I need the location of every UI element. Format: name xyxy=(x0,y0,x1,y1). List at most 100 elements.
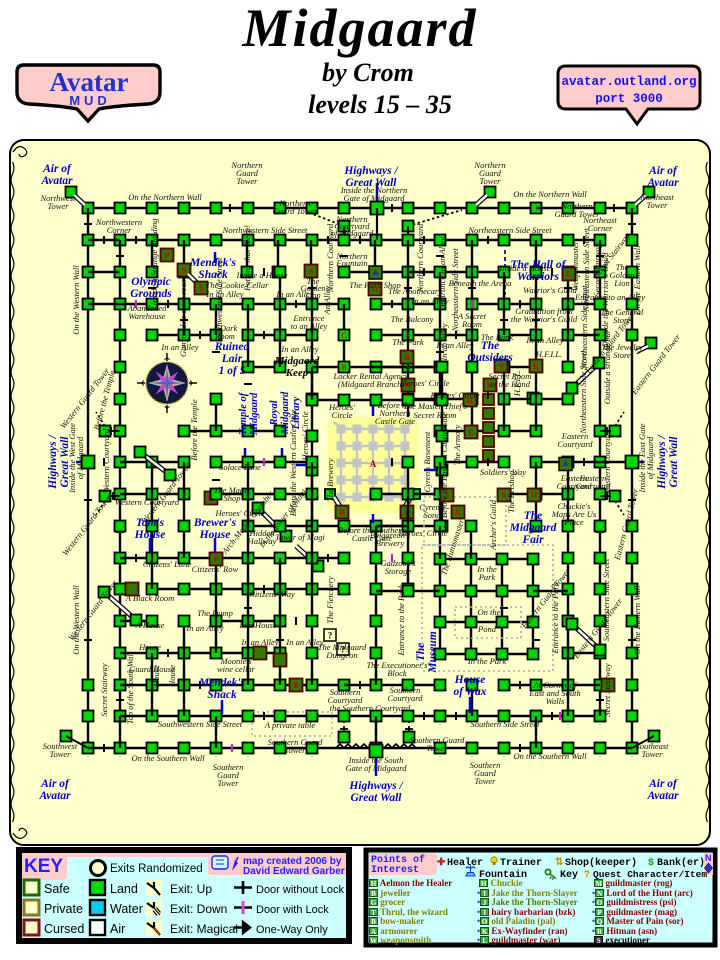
svg-text:The Dump: The Dump xyxy=(197,608,233,618)
svg-text:House: House xyxy=(167,665,177,688)
svg-text:In the Park: In the Park xyxy=(467,656,506,666)
svg-text:Before the Eastern Castle Gate: Before the Eastern Castle Gate xyxy=(439,412,449,518)
svg-text:Park: Park xyxy=(478,572,496,582)
svg-text:of Midgaard: of Midgaard xyxy=(75,436,85,479)
svg-text:(Midgaard Branch): (Midgaard Branch) xyxy=(338,379,405,389)
svg-text:Room: Room xyxy=(461,319,482,329)
svg-text:Gate of Midgaard: Gate of Midgaard xyxy=(343,193,405,203)
svg-text:The Midgaard: The Midgaard xyxy=(318,642,367,652)
svg-text:On the Western Wall: On the Western Wall xyxy=(71,585,81,655)
svg-text:of the Hand: of the Hand xyxy=(490,379,531,389)
svg-text:Eastern Courtyard: Eastern Courtyard xyxy=(602,428,612,493)
svg-text:Abandoned: Abandoned xyxy=(127,303,167,313)
svg-text:Northwest: Northwest xyxy=(40,193,77,203)
svg-text:Heroes' Circle: Heroes' Circle xyxy=(429,390,479,400)
svg-text:Interest: Interest xyxy=(371,865,419,876)
svg-text:H: H xyxy=(487,381,494,390)
svg-text:B: B xyxy=(339,508,345,517)
svg-text:Tower: Tower xyxy=(647,200,669,210)
svg-text:Heroes' Circle: Heroes' Circle xyxy=(214,508,264,518)
svg-text:The Apothecary: The Apothecary xyxy=(388,286,442,296)
svg-text:In an Alley: In an Alley xyxy=(285,637,323,647)
svg-text:Graduation from: Graduation from xyxy=(515,306,573,316)
svg-text:Southern Guard: Southern Guard xyxy=(268,737,323,747)
svg-text:Door with Lock: Door with Lock xyxy=(256,904,329,916)
svg-text:David Edward Garber: David Edward Garber xyxy=(243,866,345,877)
svg-text:✚: ✚ xyxy=(437,857,446,869)
svg-text:Heroes' Circle: Heroes' Circle xyxy=(300,411,310,461)
svg-text:The Magic: The Magic xyxy=(214,485,251,495)
svg-text:Inside the West Gate: Inside the West Gate xyxy=(67,423,77,494)
svg-text:Courtyard: Courtyard xyxy=(387,693,423,703)
svg-text:Northeast: Northeast xyxy=(639,192,674,202)
svg-text:Highways /Great Wall: Highways /Great Wall xyxy=(47,434,71,490)
svg-text:In an Alley: In an Alley xyxy=(439,323,449,361)
svg-text:Highways /Great Wall: Highways /Great Wall xyxy=(656,434,680,490)
svg-text:Courtyard: Courtyard xyxy=(575,481,611,491)
svg-text:Inside the South: Inside the South xyxy=(348,755,404,765)
svg-text:Southwest: Southwest xyxy=(43,741,78,751)
svg-text:Private: Private xyxy=(44,902,83,916)
svg-text:Southern Side Street: Southern Side Street xyxy=(470,719,540,729)
svg-text:Tower: Tower xyxy=(237,176,259,186)
svg-text:The Herb Shop: The Herb Shop xyxy=(349,280,400,290)
svg-text:The Balcony: The Balcony xyxy=(391,314,434,324)
svg-text:An Alley: An Alley xyxy=(322,285,332,315)
svg-text:East and South: East and South xyxy=(528,688,580,698)
svg-text:The Cookie Cellar: The Cookie Cellar xyxy=(206,280,269,290)
svg-text:Locker Rental Agency: Locker Rental Agency xyxy=(333,371,409,381)
svg-text:the Warrior's Guild: the Warrior's Guild xyxy=(511,314,578,324)
svg-text:Golden: Golden xyxy=(609,270,634,280)
svg-text:On the Eastern Wall: On the Eastern Wall xyxy=(632,585,642,655)
svg-text:B: B xyxy=(293,681,299,690)
svg-text:Soldiers' Way: Soldiers' Way xyxy=(480,467,526,477)
svg-text:Store: Store xyxy=(613,315,631,325)
svg-text:Tower: Tower xyxy=(285,745,307,755)
svg-text:RoyalMidgaardLibrary: RoyalMidgaardLibrary xyxy=(269,391,302,435)
svg-text:In an Alley: In an Alley xyxy=(205,289,243,299)
svg-text:Citizens' Row: Citizens' Row xyxy=(192,564,239,574)
svg-text:The Petshop: The Petshop xyxy=(506,471,516,513)
svg-text:Air: Air xyxy=(110,922,125,936)
svg-text:Before the: Before the xyxy=(378,400,413,410)
svg-text:Tower: Tower xyxy=(475,776,497,786)
svg-text:Northeastern Side Street: Northeastern Side Street xyxy=(467,225,552,235)
svg-text:The Fletchery: The Fletchery xyxy=(325,576,335,624)
svg-text:Castle Gate: Castle Gate xyxy=(352,533,393,543)
svg-text:Place: Place xyxy=(563,517,584,527)
svg-text:H: H xyxy=(467,396,474,405)
svg-text:port 3000: port 3000 xyxy=(595,92,663,106)
svg-text:Inside a House: Inside a House xyxy=(499,263,551,273)
svg-text:Northwestern Side Street: Northwestern Side Street xyxy=(214,257,224,343)
svg-text:On the Eastern Wall: On the Eastern Wall xyxy=(632,245,642,315)
svg-text:Secret Room: Secret Room xyxy=(489,371,532,381)
svg-text:At Corner of: At Corner of xyxy=(533,680,579,690)
svg-text:Door without Lock: Door without Lock xyxy=(256,884,345,896)
svg-text:Guard: Guard xyxy=(217,770,240,780)
svg-text:avatar.outland.org: avatar.outland.org xyxy=(561,75,696,89)
svg-text:Solace Lane: Solace Lane xyxy=(219,462,261,472)
svg-text:Walls: Walls xyxy=(546,696,565,706)
svg-text:L: L xyxy=(566,270,571,279)
svg-text:Bank(er): Bank(er) xyxy=(657,857,705,869)
svg-text:In an Alley: In an Alley xyxy=(185,623,223,633)
svg-text:KEY: KEY xyxy=(24,856,63,877)
svg-text:Inside a House: Inside a House xyxy=(236,270,288,280)
svg-text:Pond: Pond xyxy=(477,624,497,634)
svg-text:Inside the Northern: Inside the Northern xyxy=(340,185,408,195)
svg-text:Tower: Tower xyxy=(218,778,240,788)
svg-text:Northern: Northern xyxy=(230,160,262,170)
svg-text:Southeastern Side Street: Southeastern Side Street xyxy=(601,558,611,641)
svg-text:Secret Stairway: Secret Stairway xyxy=(592,243,602,296)
svg-text:The: The xyxy=(616,262,629,272)
svg-text:P: P xyxy=(165,251,170,260)
svg-text:A Black Room: A Black Room xyxy=(125,593,174,603)
svg-text:Eastern: Eastern xyxy=(560,473,587,483)
svg-text:One-Way Only: One-Way Only xyxy=(256,924,328,936)
